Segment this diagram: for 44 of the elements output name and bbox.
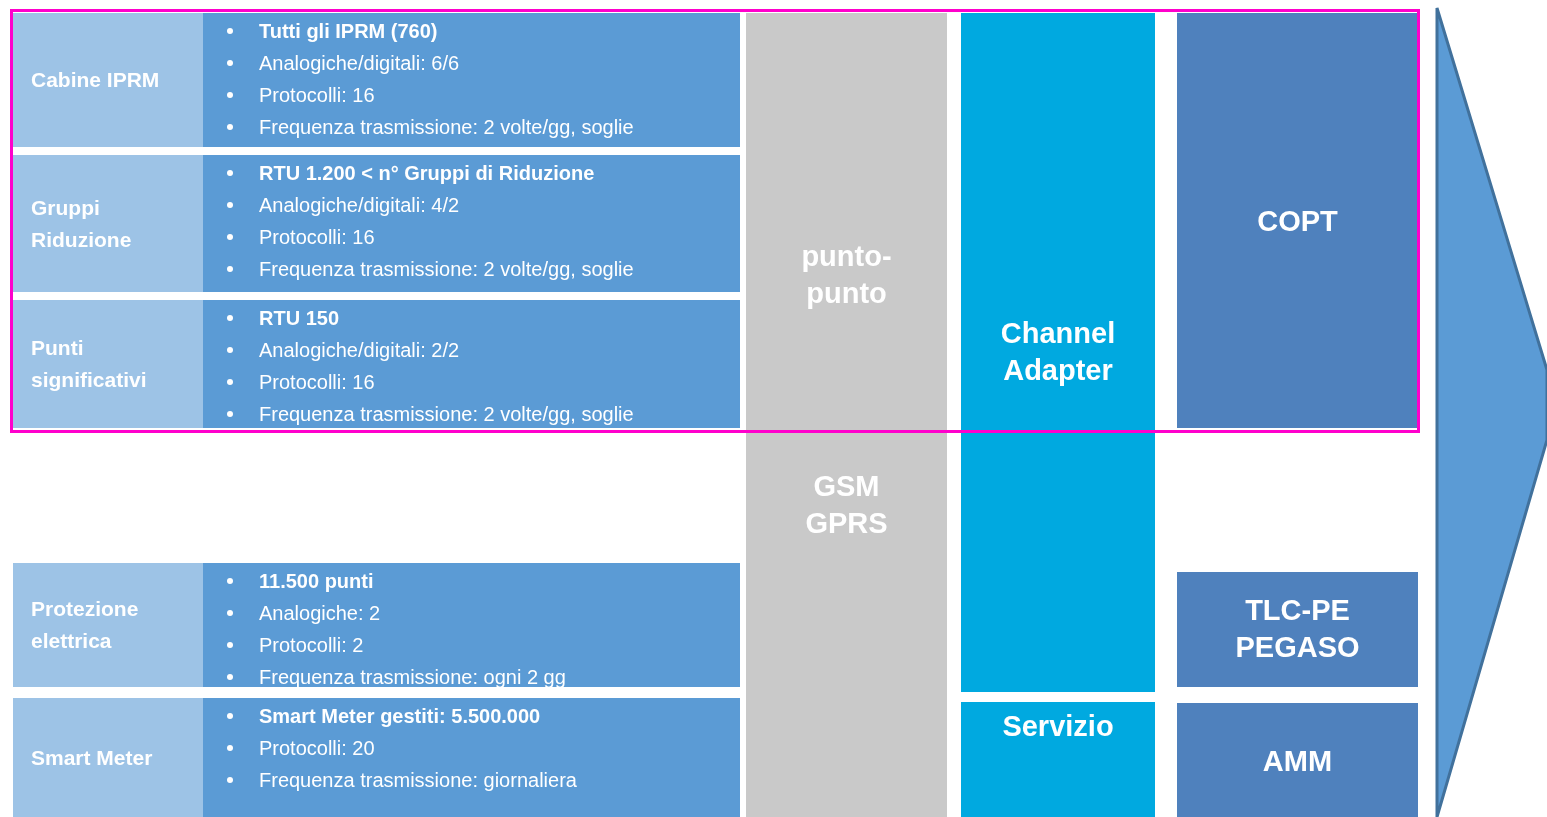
detail-box bbox=[203, 300, 740, 428]
connection-band bbox=[746, 13, 947, 817]
system-box bbox=[1177, 572, 1418, 687]
bullet-item: Analogiche: 2 bbox=[259, 602, 381, 624]
service-box bbox=[961, 702, 1155, 817]
category-label: Punti significativi bbox=[31, 335, 148, 393]
bullet-item: Frequenza trasmissione: 2 volte/gg, soglie bbox=[259, 258, 634, 280]
detail-box bbox=[203, 155, 740, 292]
bullet-item: Analogiche/digitali: 6/6 bbox=[259, 52, 460, 74]
bullet-item: Protocolli: 2 bbox=[259, 634, 364, 656]
category-label: Gruppi Riduzione bbox=[31, 194, 133, 253]
bullet-item: Frequenza trasmissione: giornaliera bbox=[259, 769, 577, 791]
bullet-item: Protocolli: 16 bbox=[259, 84, 375, 106]
band-label: TLC-PE PEGASO bbox=[1234, 593, 1361, 665]
bullet-item: 11.500 punti bbox=[259, 570, 374, 592]
category-label: Protezione elettrica bbox=[31, 596, 140, 654]
bullet-item: RTU 1.200 < n° Gruppi di Riduzione bbox=[259, 162, 595, 184]
bullet-item: Tutti gli IPRM (760) bbox=[259, 20, 438, 42]
detail-box bbox=[203, 698, 740, 817]
category-box bbox=[13, 155, 203, 292]
adapter-band bbox=[961, 13, 1155, 692]
system-box bbox=[1177, 703, 1418, 817]
band-label: AMM bbox=[1261, 744, 1334, 779]
band-label: Servizio bbox=[1001, 709, 1115, 744]
category-box bbox=[13, 300, 203, 428]
bullet-item: Analogiche/digitali: 2/2 bbox=[259, 339, 460, 361]
system-box bbox=[1177, 13, 1418, 428]
band-label: COPT bbox=[1256, 204, 1339, 239]
category-label: Cabine IPRM bbox=[31, 67, 161, 93]
detail-box bbox=[203, 13, 740, 147]
bullet-item: Protocolli: 16 bbox=[259, 371, 375, 393]
category-box bbox=[13, 698, 203, 817]
bullet-item: Protocolli: 16 bbox=[259, 226, 375, 248]
category-label: Smart Meter bbox=[31, 744, 154, 771]
bullet-item: Frequenza trasmissione: 2 volte/gg, soglie bbox=[259, 116, 634, 138]
bullet-item: Smart Meter gestiti: 5.500.000 bbox=[259, 705, 541, 727]
detail-box bbox=[203, 563, 740, 687]
bullet-item: Frequenza trasmissione: 2 volte/gg, soglie bbox=[259, 403, 634, 425]
bullet-item: Protocolli: 20 bbox=[259, 737, 375, 759]
band-label: Channel Adapter bbox=[999, 316, 1117, 388]
category-box bbox=[13, 13, 203, 147]
bullet-item: Analogiche/digitali: 4/2 bbox=[259, 194, 460, 216]
category-box bbox=[13, 563, 203, 687]
bullet-item: RTU 150 bbox=[259, 307, 340, 329]
